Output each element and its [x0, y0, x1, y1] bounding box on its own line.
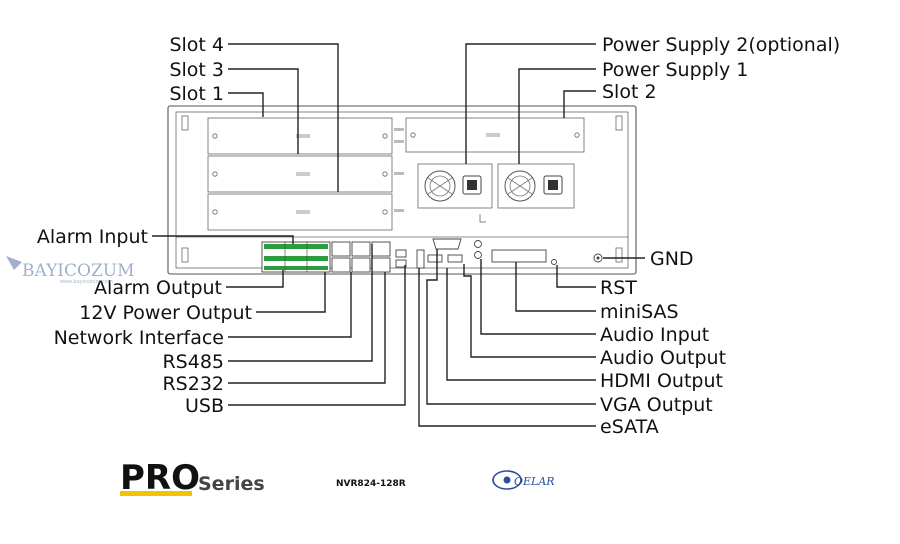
brand-underline	[120, 491, 192, 496]
label-esata: eSATA	[600, 416, 659, 438]
callout-lines	[152, 43, 645, 427]
oelar-logo-text: OELAR	[514, 475, 555, 488]
brand-series: Series	[198, 473, 265, 495]
label-usb: USB	[185, 395, 224, 417]
label-slot-4: Slot 4	[169, 34, 224, 56]
label-alarm-input: Alarm Input	[37, 226, 148, 248]
label-rst: RST	[600, 277, 637, 299]
rear-ports	[261, 238, 603, 273]
model-number: NVR824-128R	[336, 479, 406, 489]
label-minisas: miniSAS	[600, 301, 679, 323]
label-network-interface: Network Interface	[54, 327, 224, 349]
label-gnd: GND	[650, 248, 694, 270]
watermark-text: BAYICOZUM	[22, 261, 135, 281]
label-power-supply-1: Power Supply 1	[602, 59, 748, 81]
label-power-supply-2: Power Supply 2(optional)	[602, 34, 840, 56]
label-rs485: RS485	[162, 351, 224, 373]
label-vga-output: VGA Output	[600, 394, 713, 416]
watermark-subtext: www.bayicozum.com	[60, 279, 113, 285]
label-slot-2: Slot 2	[602, 81, 657, 103]
label-slot-3: Slot 3	[169, 59, 224, 81]
expansion-slots	[207, 117, 585, 231]
oelar-logo-icon	[492, 470, 522, 490]
callout-labels: Slot 4 Slot 3 Slot 1 Power Supply 2(opti…	[37, 34, 840, 438]
label-audio-input: Audio Input	[600, 324, 709, 346]
label-audio-output: Audio Output	[600, 347, 726, 369]
label-alarm-output: Alarm Output	[94, 277, 222, 299]
label-rs232: RS232	[162, 373, 224, 395]
footer-branding: PRO Series NVR824-128R OELAR	[120, 458, 555, 498]
label-12v-power-output: 12V Power Output	[79, 302, 252, 324]
watermark-wing-icon	[6, 256, 22, 270]
watermark-logo: BAYICOZUM www.bayicozum.com	[6, 256, 135, 285]
label-hdmi-output: HDMI Output	[600, 370, 723, 392]
power-supply-modules	[417, 163, 575, 223]
label-slot-1: Slot 1	[169, 83, 224, 105]
